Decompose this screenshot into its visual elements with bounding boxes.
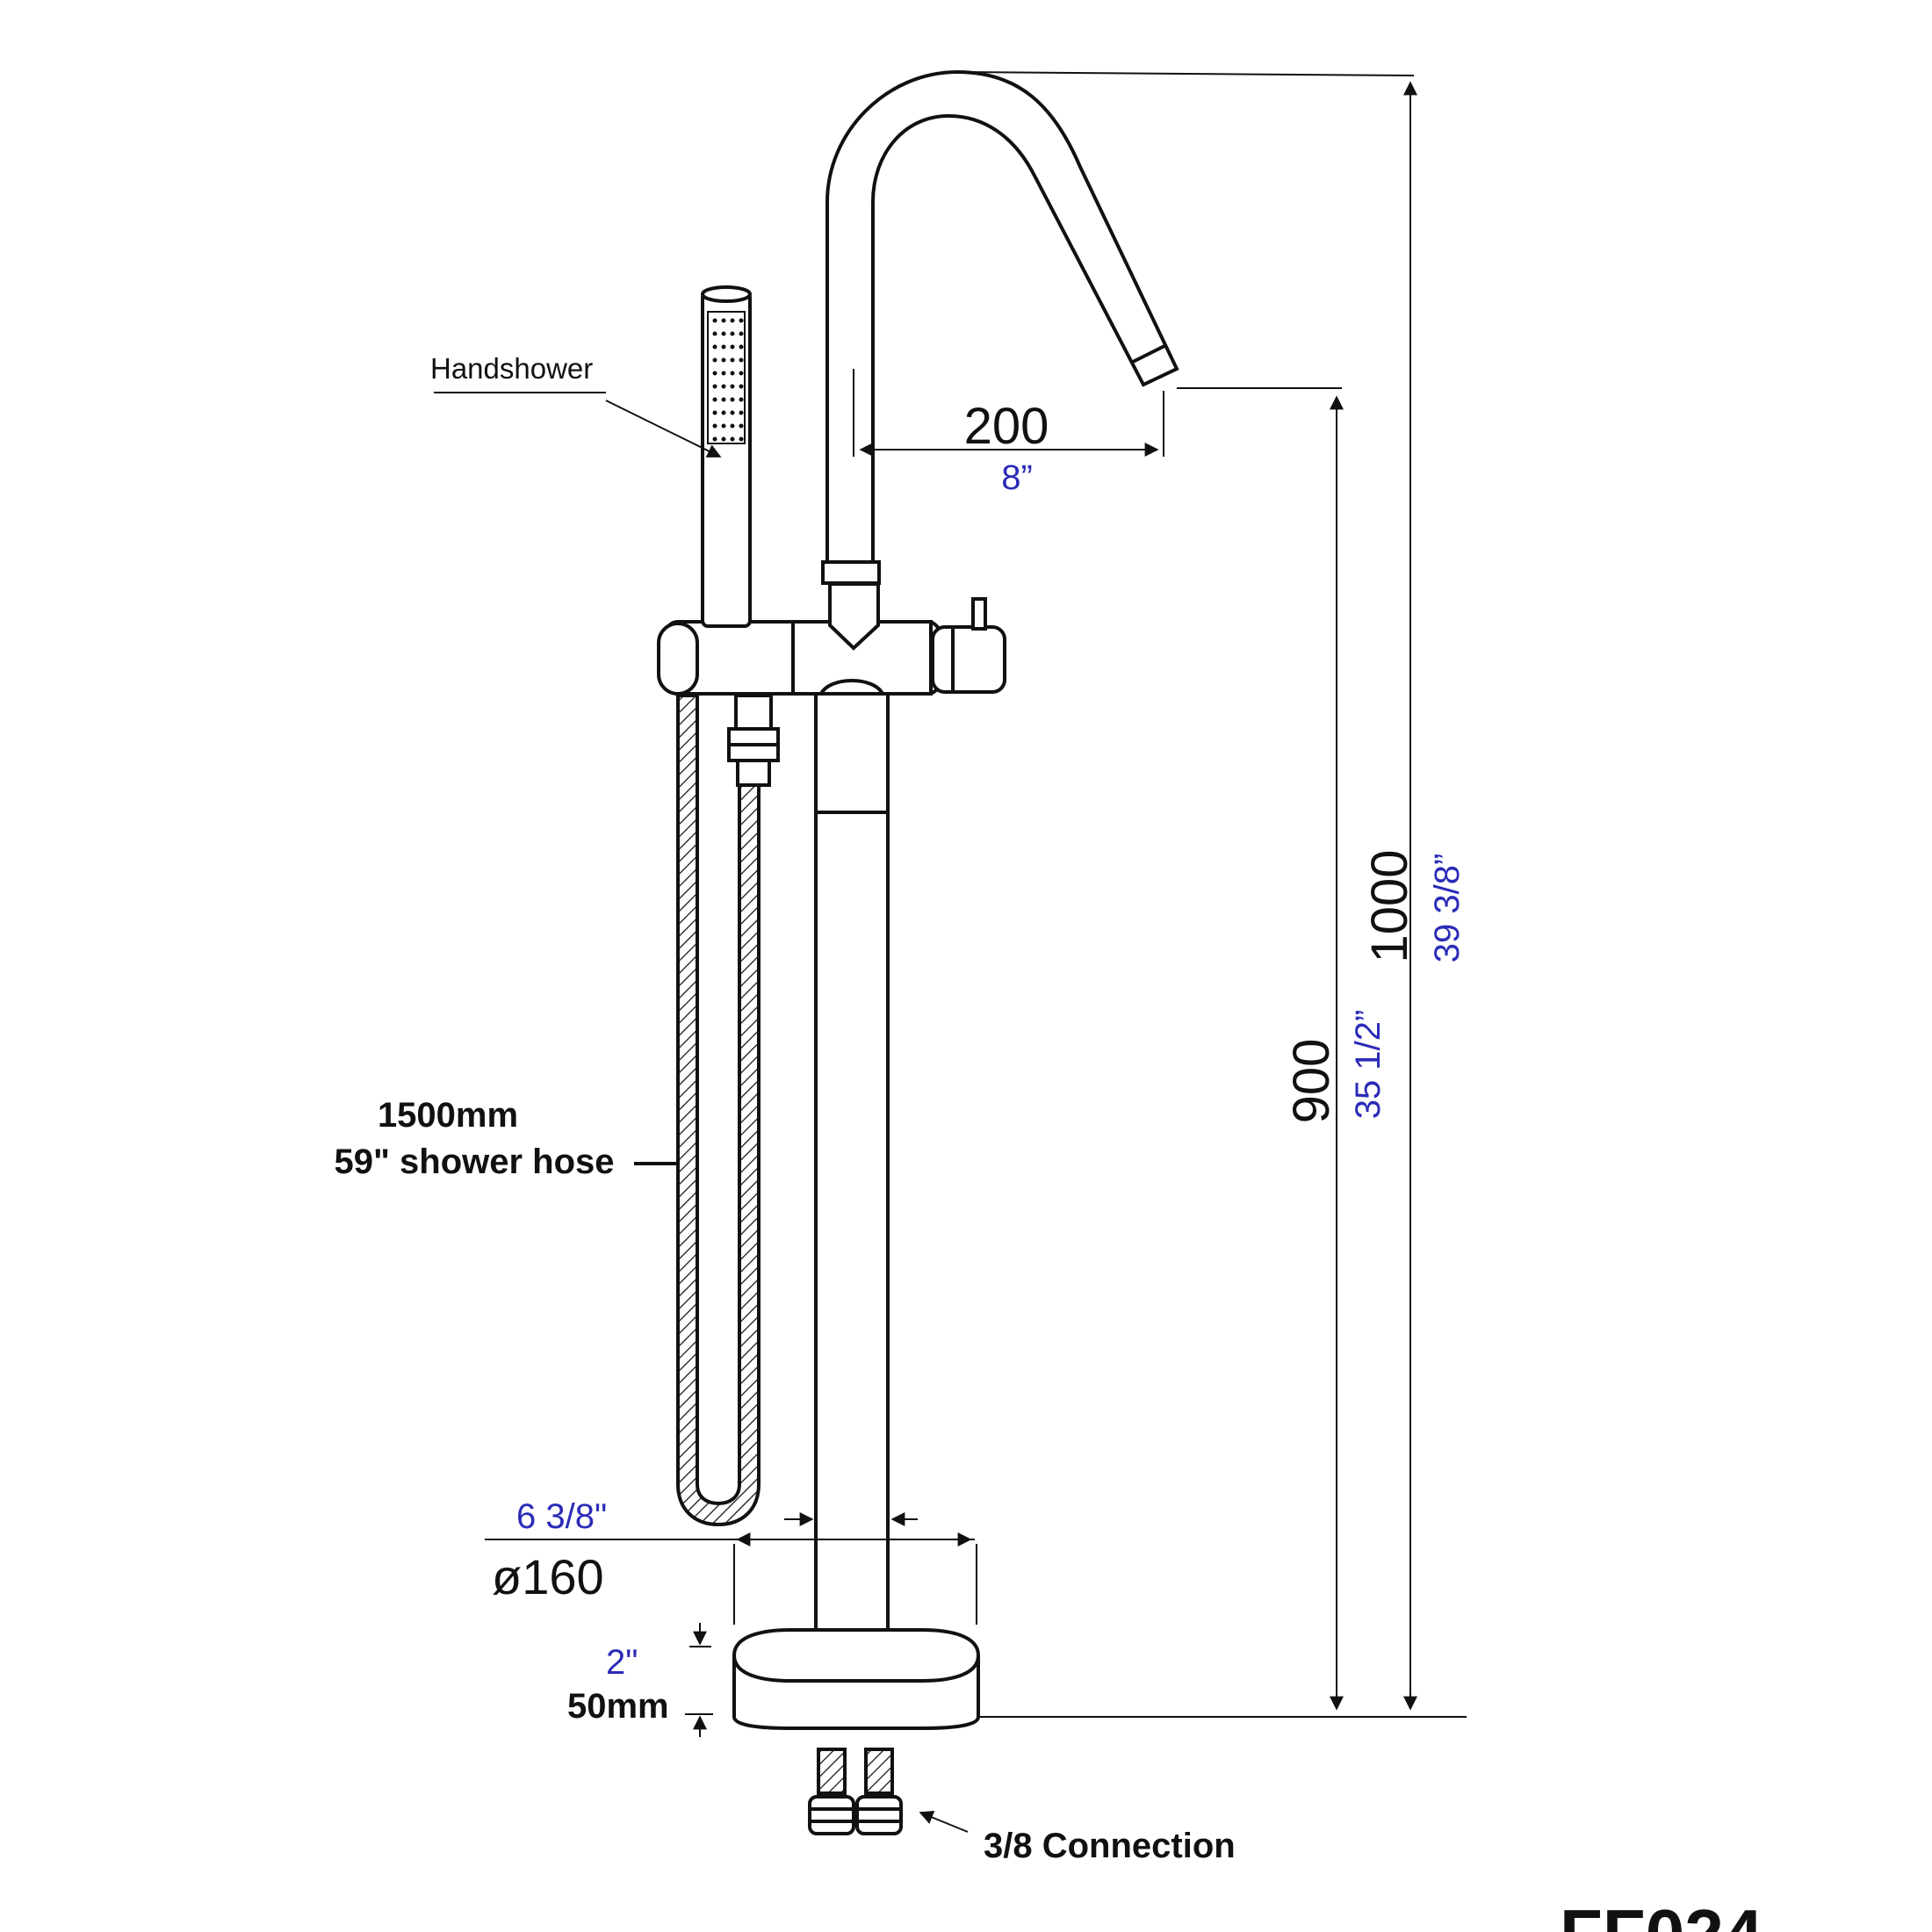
base-diameter-mm-label: ø160 xyxy=(492,1549,604,1604)
handshower-label: Handshower xyxy=(430,352,593,385)
spout-reach-in-label: 8” xyxy=(1001,458,1033,497)
total-height-in-label: 39 3/8” xyxy=(1428,854,1467,963)
dimension-spout-reach xyxy=(853,369,1164,457)
dimension-base-diameter xyxy=(485,1512,977,1625)
hose-length-mm-label: 1500mm xyxy=(378,1096,518,1135)
leader-lines xyxy=(434,392,969,1833)
hose-length-in-label: 59" shower hose xyxy=(334,1143,614,1181)
spout xyxy=(825,69,1179,573)
total-height-mm-label: 1000 xyxy=(1361,849,1418,962)
mixer-end-cap xyxy=(657,622,699,696)
base-plate xyxy=(732,1628,980,1730)
riser-pipe xyxy=(814,683,890,1648)
handshower xyxy=(701,285,752,628)
dimension-base-height xyxy=(685,1623,713,1737)
supply-connections xyxy=(808,1748,903,1835)
dimension-heights xyxy=(956,71,1467,1718)
base-height-in-label: 2" xyxy=(606,1643,638,1682)
spout-height-mm-label: 900 xyxy=(1283,1039,1340,1124)
connection-label: 3/8 Connection xyxy=(984,1827,1236,1865)
model-code-label: FF024 xyxy=(1560,1895,1763,1932)
hose-connector xyxy=(727,694,780,787)
mixer-handle xyxy=(931,597,1006,694)
spout-height-in-label: 35 1/2” xyxy=(1349,1010,1388,1120)
spout-collar xyxy=(821,560,881,585)
shower-hose xyxy=(676,694,761,1527)
base-height-mm-label: 50mm xyxy=(567,1687,669,1726)
base-diameter-in-label: 6 3/8" xyxy=(516,1497,607,1536)
spout-reach-mm-label: 200 xyxy=(964,398,1049,455)
